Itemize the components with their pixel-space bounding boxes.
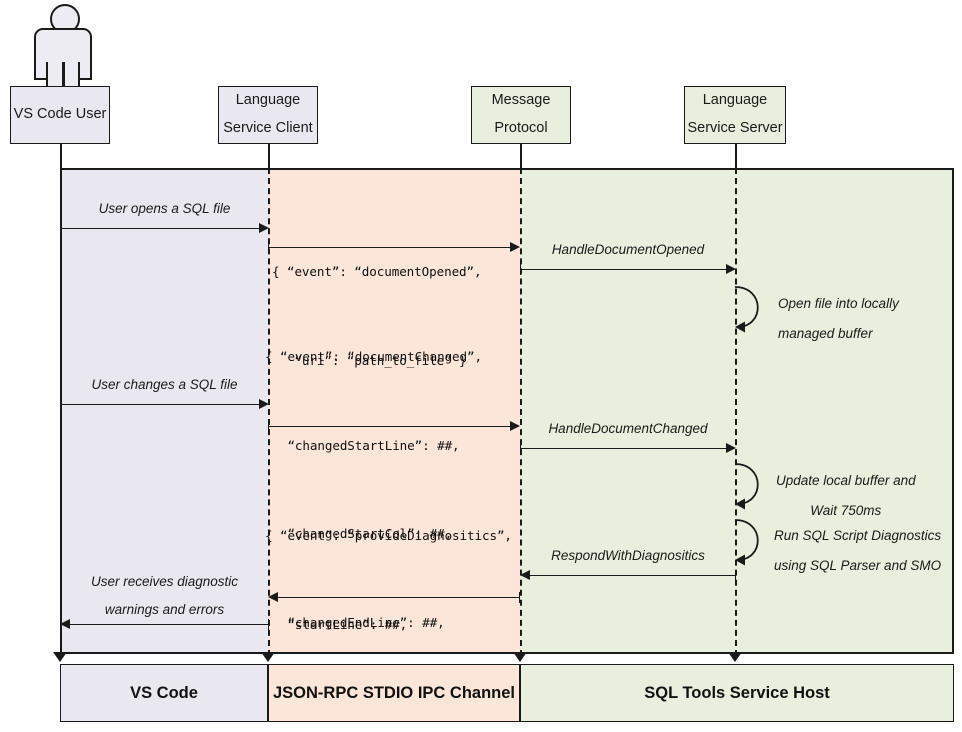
actor-figure [30, 4, 100, 92]
arrowhead-right-icon [259, 222, 269, 233]
message-line [530, 575, 736, 576]
participant-label-line1: Message [491, 92, 551, 109]
footer-label: VS Code [130, 683, 198, 702]
lifeline-language-service-server [735, 168, 737, 656]
message-label-handle-document-opened: HandleDocumentOpened [551, 242, 705, 257]
footer-label: JSON-RPC STDIO IPC Channel [272, 683, 516, 702]
note-line: Update local buffer and [776, 473, 916, 488]
message-line [278, 597, 520, 598]
arrowhead-right-icon [726, 263, 736, 274]
actor-leg-split [62, 62, 65, 88]
message-source-tick [735, 570, 736, 581]
band-ipc-channel [268, 168, 520, 654]
message-line [60, 404, 259, 405]
note-line: Open file into locally [778, 296, 899, 311]
message-line [70, 624, 269, 625]
arrowhead-right-icon [510, 420, 520, 431]
payload-line: “uri”: “path_to_file” } [272, 352, 467, 368]
footer-label: SQL Tools Service Host [644, 683, 830, 702]
arrowhead-left-icon [60, 618, 70, 629]
message-line [520, 448, 726, 449]
arrowhead-left-icon [268, 591, 278, 602]
participant-language-service-server[interactable]: Language Service Server [684, 86, 786, 144]
payload-line: “changedStartCol”: ##, [265, 526, 453, 541]
self-call-run-sql-script-diagnostics[interactable] [734, 518, 775, 566]
message-line [520, 269, 726, 270]
payload-document-opened: { “event”: “documentOpened”, “uri”: “pat… [272, 198, 482, 434]
lifeline-end-arrow-vs-code-user [53, 652, 67, 662]
payload-line: { “event”: “documentChanged”, [265, 349, 482, 364]
participant-label-line1: VS Code User [13, 106, 107, 123]
footer-vs-code[interactable]: VS Code [60, 664, 268, 722]
footer-json-rpc-channel[interactable]: JSON-RPC STDIO IPC Channel [268, 664, 520, 722]
band-vs-code [60, 168, 268, 654]
note-line: using SQL Parser and SMO [774, 558, 942, 573]
note-line: managed buffer [778, 326, 873, 341]
self-call-note-run-diagnostics: Run SQL Script Diagnostics using SQL Par… [774, 521, 941, 581]
message-line [268, 426, 510, 427]
self-call-note-open-file: Open file into locally managed buffer [778, 289, 899, 349]
message-label-user-opens-sql-file: User opens a SQL file [98, 201, 231, 216]
message-label-user-changes-sql-file: User changes a SQL file [91, 377, 238, 392]
message-label-respond-with-diagnositics: RespondWithDiagnositics [551, 548, 705, 563]
arrowhead-right-icon [726, 442, 736, 453]
message-label-user-receives-diagnostics-line1: User receives diagnostic [90, 574, 239, 589]
note-line: Run SQL Script Diagnostics [774, 528, 942, 543]
message-source-tick [268, 619, 269, 630]
lifeline-stub-language-service-server [735, 144, 737, 170]
payload-line: “changedEndLine”: ##, [265, 614, 445, 630]
payload-line: { “event”: “documentOpened”, [272, 264, 482, 279]
lifeline-vs-code-user [60, 168, 62, 656]
self-call-open-file-into-buffer[interactable] [734, 285, 775, 333]
message-source-tick [519, 592, 520, 603]
message-line [268, 247, 510, 248]
participant-label-line2: Service Client [223, 120, 313, 136]
payload-line: { “event”: “provideDiagnositics”, [265, 528, 512, 543]
participant-label-line1: Language [235, 92, 301, 109]
participant-label-line2: Service Server [687, 120, 783, 136]
participant-message-protocol[interactable]: Message Protocol [471, 86, 571, 144]
lifeline-end-arrow-language-service-server [728, 652, 742, 662]
self-call-note-update-buffer: Update local buffer and Wait 750ms [776, 466, 916, 526]
arrowhead-right-icon [510, 241, 520, 252]
message-label-handle-document-changed: HandleDocumentChanged [548, 421, 708, 436]
self-call-update-buffer-and-wait[interactable] [734, 462, 775, 510]
participant-vs-code-user[interactable]: VS Code User [10, 86, 110, 144]
note-line: Wait 750ms [810, 503, 882, 518]
message-label-user-receives-diagnostics-line2: warnings and errors [104, 602, 225, 617]
lifeline-end-arrow-message-protocol [513, 652, 527, 662]
participant-label-line1: Language [702, 92, 768, 109]
participant-language-service-client[interactable]: Language Service Client [218, 86, 318, 144]
lifeline-language-service-client [268, 168, 270, 656]
lifeline-stub-vs-code-user [60, 144, 62, 170]
lifeline-stub-message-protocol [520, 144, 522, 170]
payload-line: “startLine”: ##, [265, 616, 408, 632]
band-sql-tools-host [520, 168, 954, 654]
lifeline-message-protocol [520, 168, 522, 656]
arrowhead-left-icon [520, 569, 530, 580]
message-line [60, 228, 259, 229]
participant-label-line2: Protocol [494, 120, 548, 136]
arrowhead-right-icon [259, 398, 269, 409]
lifeline-stub-language-service-client [268, 144, 270, 170]
footer-sql-tools-host[interactable]: SQL Tools Service Host [520, 664, 954, 722]
lifeline-end-arrow-language-service-client [261, 652, 275, 662]
payload-line: “changedStartLine”: ##, [265, 437, 460, 453]
